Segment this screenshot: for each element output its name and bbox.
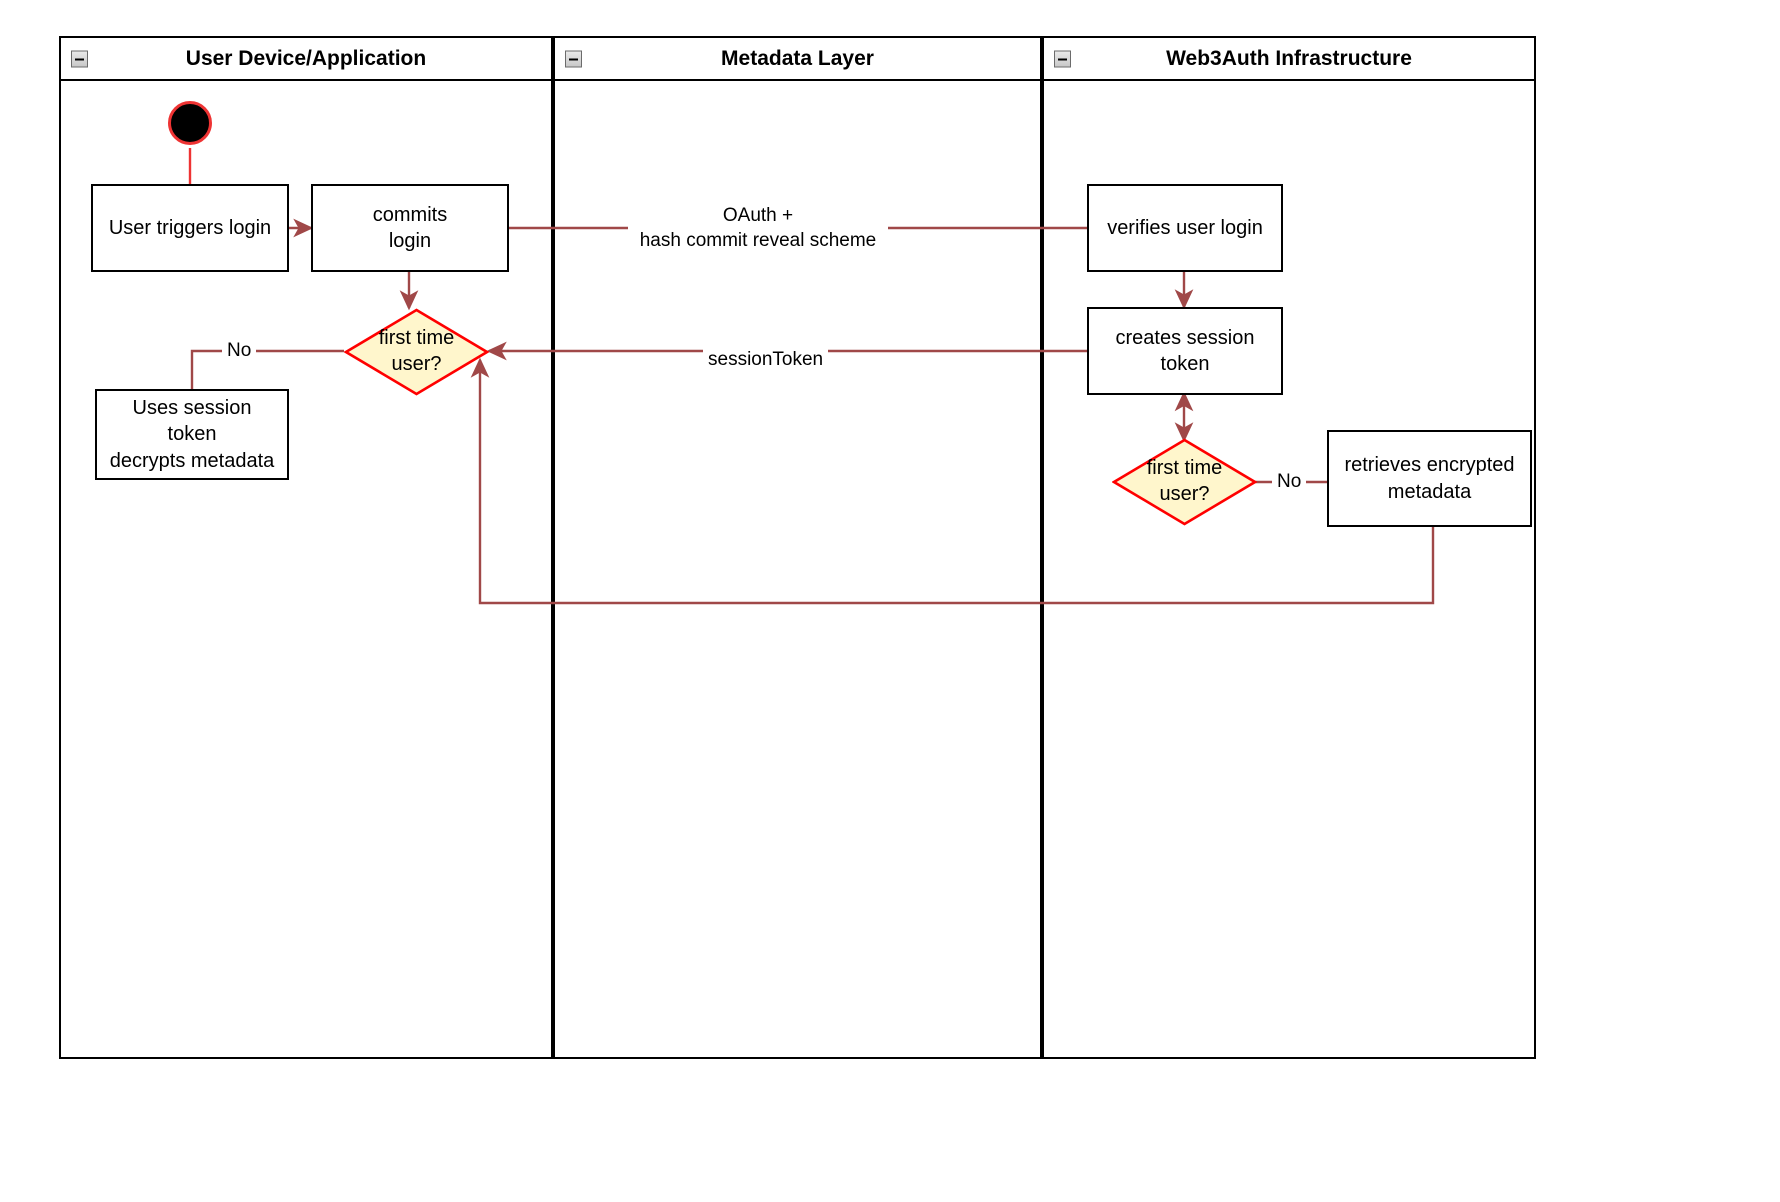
edge-label-oauth-line1: OAuth +: [722, 205, 794, 226]
decision-first-time-user-right[interactable]: first time user?: [1112, 438, 1257, 526]
node-label: User triggers login: [108, 216, 272, 239]
minus-icon[interactable]: [565, 50, 582, 67]
node-user-triggers-login[interactable]: User triggers login: [91, 184, 289, 272]
lane-title-user-device: User Device/Application: [185, 46, 427, 70]
node-retrieves-encrypted-metadata[interactable]: retrieves encrypted metadata: [1327, 430, 1532, 527]
node-label: verifies user login: [1107, 216, 1263, 239]
edge-label-oauth: OAuth + hash commit reveal scheme: [628, 204, 888, 254]
node-uses-session-token[interactable]: Uses session token decrypts metadata: [95, 389, 289, 480]
lane-title-metadata-layer: Metadata Layer: [721, 46, 874, 70]
edge-label-oauth-line2: hash commit reveal scheme: [639, 229, 877, 251]
start-node: [168, 101, 212, 145]
decision-first-time-user-left[interactable]: first time user?: [344, 308, 489, 396]
minus-icon[interactable]: [71, 50, 88, 67]
node-label-line2: token: [1160, 353, 1210, 375]
node-commits-login[interactable]: commits login: [311, 184, 509, 272]
node-verifies-user-login[interactable]: verifies user login: [1087, 184, 1283, 272]
node-label-line2: login: [388, 230, 432, 252]
node-label-line1: Uses session: [132, 396, 252, 419]
node-label-line2: token: [167, 423, 217, 446]
node-label-line1: commits: [372, 203, 448, 226]
edge-label-no-right: No: [1272, 470, 1307, 495]
lane-header-metadata-layer[interactable]: Metadata Layer: [553, 36, 1042, 81]
node-label-line3: decrypts metadata: [109, 449, 275, 472]
lane-title-web3auth: Web3Auth Infrastructure: [1166, 46, 1412, 70]
minus-icon[interactable]: [1054, 50, 1071, 67]
node-creates-session-token[interactable]: creates session token: [1087, 307, 1283, 395]
node-label-line1: creates session: [1115, 326, 1255, 349]
node-label-line1: retrieves encrypted: [1344, 454, 1515, 477]
node-label-line2: metadata: [1387, 480, 1472, 503]
lane-header-user-device[interactable]: User Device/Application: [59, 36, 553, 81]
edge-label-no-left: No: [222, 339, 257, 364]
edge-label-session-token: sessionToken: [703, 348, 829, 373]
lane-header-web3auth[interactable]: Web3Auth Infrastructure: [1042, 36, 1536, 81]
